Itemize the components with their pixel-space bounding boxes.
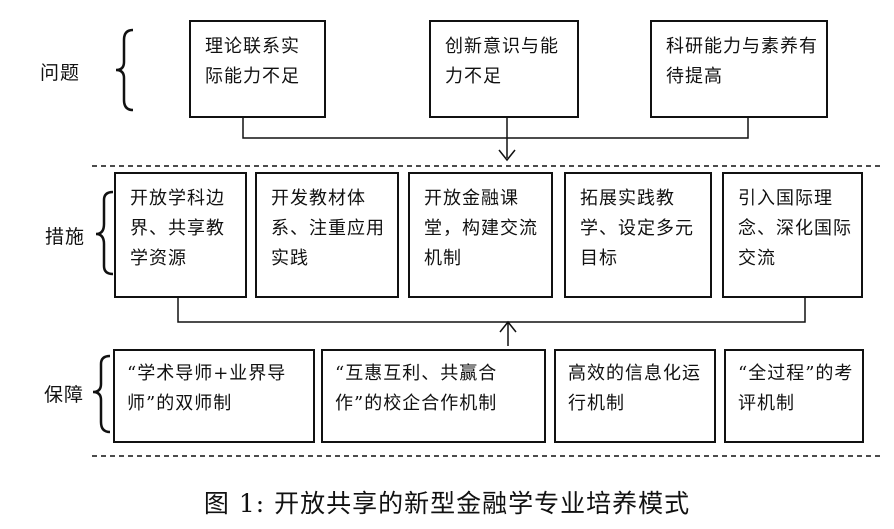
measure-box: 开放金融课堂，构建交流机制 <box>408 172 553 298</box>
measure-box: 拓展实践教学、设定多元目标 <box>564 172 712 298</box>
row-label-problems: 问题 <box>40 62 81 84</box>
arrow-down <box>498 149 516 162</box>
bracket-problems <box>115 28 134 112</box>
measure-box: 开放学科边界、共享教学资源 <box>114 172 247 298</box>
guarantee-box: “学术导师+业界导师”的双师制 <box>113 349 315 443</box>
guarantee-box: “全过程”的考评机制 <box>724 349 864 443</box>
connector-problems <box>242 118 749 158</box>
bracket-guarantees <box>92 354 111 434</box>
guarantee-box: “互惠互利、共赢合作”的校企合作机制 <box>321 349 546 443</box>
guarantee-box: 高效的信息化运行机制 <box>554 349 716 443</box>
measure-box: 引入国际理念、深化国际交流 <box>722 172 863 298</box>
connector-measures <box>177 298 806 346</box>
row-label-guarantees: 保障 <box>44 384 85 406</box>
problem-box: 科研能力与素养有待提高 <box>650 20 828 118</box>
figure-caption: 图 1: 开放共享的新型金融学专业培养模式 <box>203 489 691 518</box>
arrow-up <box>499 320 517 333</box>
problem-box: 理论联系实际能力不足 <box>189 20 326 118</box>
measure-box: 开发教材体系、注重应用实践 <box>255 172 399 298</box>
bracket-measures <box>95 190 114 276</box>
problem-box: 创新意识与能力不足 <box>429 20 579 118</box>
row-label-measures: 措施 <box>45 226 86 248</box>
